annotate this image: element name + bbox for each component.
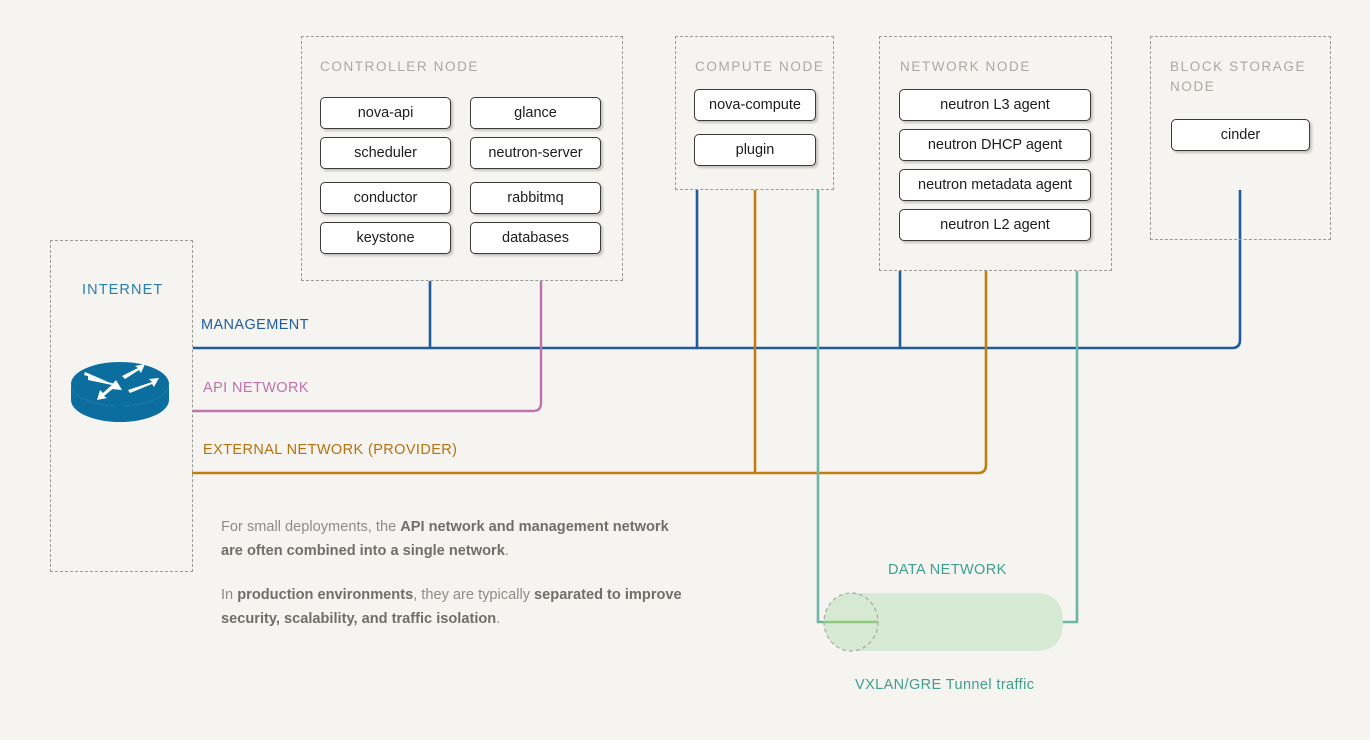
management-network-lines: [193, 190, 1242, 350]
api-network-label: API NETWORK: [203, 380, 309, 396]
external-network-lines: [192, 190, 988, 475]
service-box-cinder[interactable]: cinder: [1171, 119, 1310, 151]
service-box-glance[interactable]: glance: [470, 97, 601, 129]
service-box-scheduler[interactable]: scheduler: [320, 137, 451, 169]
internet-container: [50, 240, 193, 572]
compute-node-container: [675, 36, 834, 190]
deployment-note: For small deployments, the API network a…: [221, 515, 691, 651]
controller-node-title: CONTROLLER NODE: [320, 59, 480, 74]
service-box-plugin[interactable]: plugin: [694, 134, 816, 166]
service-box-neutron-server[interactable]: neutron-server: [470, 137, 601, 169]
service-box-databases[interactable]: databases: [470, 222, 601, 254]
service-box-neutron-l2-agent[interactable]: neutron L2 agent: [899, 209, 1091, 241]
block-storage-node-container: [1150, 36, 1331, 240]
service-box-neutron-metadata-agent[interactable]: neutron metadata agent: [899, 169, 1091, 201]
network-node-container: [879, 36, 1112, 271]
network-node-title: NETWORK NODE: [900, 59, 1031, 74]
external-network-label: EXTERNAL NETWORK (PROVIDER): [203, 442, 458, 458]
service-box-nova-api[interactable]: nova-api: [320, 97, 451, 129]
service-box-keystone[interactable]: keystone: [320, 222, 451, 254]
note-paragraph-1: For small deployments, the API network a…: [221, 519, 669, 559]
note-paragraph-2: In production environments, they are typ…: [221, 587, 682, 627]
compute-node-title: COMPUTE NODE: [695, 59, 825, 74]
service-box-neutron-dhcp-agent[interactable]: neutron DHCP agent: [899, 129, 1091, 161]
controller-node-container: [301, 36, 623, 281]
tunnel-traffic-label: VXLAN/GRE Tunnel traffic: [855, 677, 1035, 693]
data-network-label: DATA NETWORK: [888, 562, 1007, 578]
management-network-label: MANAGEMENT: [201, 317, 309, 333]
api-network-lines: [193, 281, 543, 413]
internet-label: INTERNET: [82, 282, 164, 298]
service-box-rabbitmq[interactable]: rabbitmq: [470, 182, 601, 214]
service-box-conductor[interactable]: conductor: [320, 182, 451, 214]
service-box-neutron-l3-agent[interactable]: neutron L3 agent: [899, 89, 1091, 121]
block-storage-node-title: BLOCK STORAGE NODE: [1170, 59, 1307, 94]
service-box-nova-compute[interactable]: nova-compute: [694, 89, 816, 121]
